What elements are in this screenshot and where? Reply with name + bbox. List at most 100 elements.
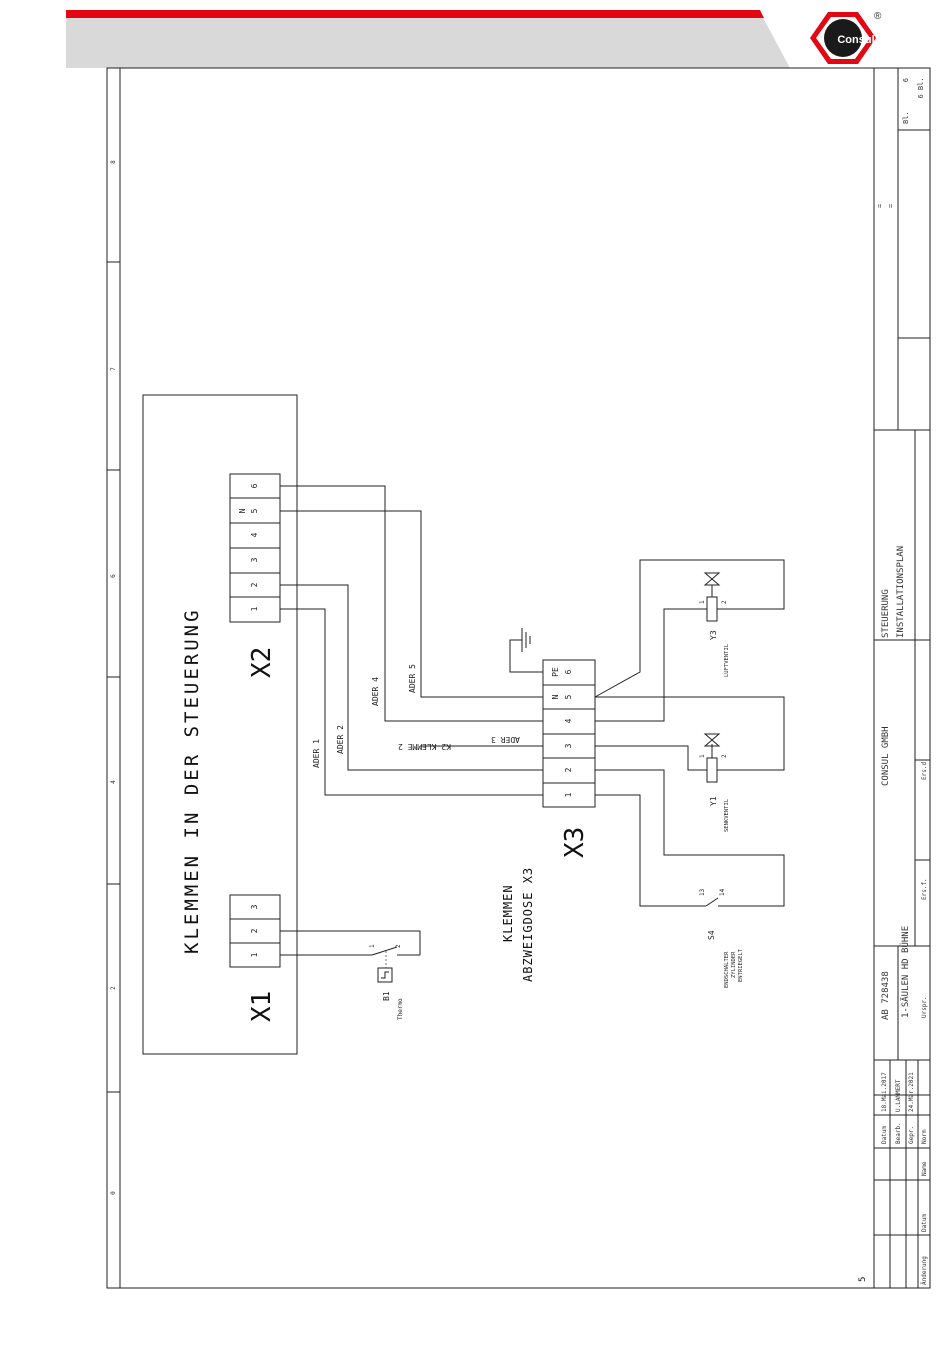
- doc-title-2: INSTALLATIONSPLAN: [896, 546, 906, 638]
- x3-title-line1: KLEMMEN: [501, 884, 515, 942]
- ruler-label: 6: [110, 574, 117, 578]
- x3-label: X3: [560, 827, 590, 858]
- control-box-title: KLEMMEN IN DER STEUERUNG: [181, 607, 203, 954]
- x3-terminal: 4: [564, 718, 573, 723]
- ruler-label: 0: [110, 1191, 117, 1195]
- s4-line-3: ENTRIEGELT: [738, 948, 744, 982]
- y3-pin-1: 1: [699, 600, 706, 604]
- y1-tag: Y1: [709, 796, 718, 806]
- b1-pin-2: 2: [395, 944, 402, 948]
- wire-ader-5: [280, 510, 543, 698]
- bearb-value: U.LAMMERT: [895, 1079, 902, 1112]
- s4-tag: S4: [707, 930, 716, 940]
- x2-label: X2: [247, 647, 277, 678]
- x3-terminal: 3: [564, 743, 573, 748]
- ruler-labels: 0 2 4 6 7 8: [110, 160, 117, 1195]
- x3-title-line2: ABZWEIGDOSE X3: [521, 867, 535, 982]
- consul-logo: Consul: [810, 12, 876, 64]
- norm-label: Norm: [921, 1129, 928, 1144]
- ader-1-label: ADER 1: [312, 739, 321, 768]
- y3-pin-2: 2: [721, 600, 728, 604]
- wire-ader-4: [280, 485, 543, 722]
- x1-label: X1: [247, 991, 277, 1022]
- x2-terminal: 3: [250, 557, 259, 562]
- x1-terminal-strip: 1 2 3: [229, 894, 281, 968]
- aenderung-col-label: Änderung: [921, 1256, 928, 1285]
- title-block: [874, 68, 930, 1288]
- y3-tag: Y3: [709, 630, 718, 640]
- gepr-label: Gepr.: [908, 1126, 915, 1144]
- y1-name: SENKVENTIL: [724, 798, 730, 832]
- y1-pin-1: 1: [699, 754, 706, 758]
- ground-symbol: [509, 628, 543, 673]
- x1-terminal: 1: [250, 952, 259, 957]
- ader-5-label: ADER 5: [408, 664, 417, 693]
- s4-limit-switch: 13 14 S4 ENDSCHALTER ZYLINDER ENTRIEGELT: [595, 769, 785, 988]
- ader-2-label: ADER 2: [336, 725, 345, 754]
- datum-label: Datum: [881, 1126, 888, 1144]
- datum-col-label: Datum: [921, 1214, 928, 1232]
- ursprung-label: Urspr.: [921, 996, 928, 1018]
- equal-sign: =: [887, 204, 895, 208]
- b1-thermo-switch: 1 2 B1 Thermo: [280, 930, 421, 1020]
- x3-terminal: 2: [564, 767, 573, 772]
- bearb-label: Bearb.: [895, 1122, 902, 1144]
- y1-senkventil: 1 2 Y1 SENKVENTIL: [595, 696, 785, 832]
- ruler-label: 2: [110, 986, 117, 990]
- x3-terminal: 6: [564, 669, 573, 674]
- y1-pin-2: 2: [721, 754, 728, 758]
- ader-4-label: ADER 4: [371, 677, 380, 706]
- b1-pin-1: 1: [369, 944, 376, 948]
- ers-d-label: Ers.d.: [921, 758, 928, 780]
- control-box: [142, 394, 298, 1055]
- ruler-label: 7: [110, 367, 117, 371]
- equal-sign: =: [876, 204, 884, 208]
- x1-terminal: 2: [250, 928, 259, 933]
- ader-3-label: ADER 3: [491, 735, 520, 744]
- header-band: Consul ®: [66, 10, 882, 68]
- b1-name: Thermo: [397, 998, 404, 1020]
- s4-pin-14: 14: [719, 888, 726, 896]
- wires: [280, 485, 543, 796]
- drawing-number: AB 728438: [881, 971, 891, 1020]
- sheet-number: 6: [902, 78, 910, 82]
- y3-luftventil: 1 2 Y3 LUFTVENTIL: [594, 559, 785, 722]
- b1-tag: B1: [382, 991, 391, 1001]
- s4-line-1: ENDSCHALTER: [724, 951, 730, 988]
- k2-klemme-label: K2-KLEMME 2: [398, 742, 451, 751]
- s4-line-2: ZYLINDER: [731, 951, 737, 978]
- gepr-value: 24.Mär.2021: [908, 1072, 915, 1112]
- header-red-stripe: [66, 10, 764, 18]
- logo-text: Consul: [837, 34, 874, 46]
- name-col-label: Name: [921, 1161, 928, 1176]
- x3-terminal: 5: [564, 694, 573, 699]
- product-name: 1-SÄULEN HD BÜHNE: [900, 926, 911, 1018]
- y3-name: LUFTVENTIL: [724, 643, 730, 677]
- x3-n-label: N: [551, 694, 560, 699]
- x1-terminal: 3: [250, 904, 259, 909]
- x2-n-label: N: [238, 508, 247, 513]
- ers-f-label: Ers.f.: [921, 878, 928, 900]
- x3-terminal: 1: [564, 792, 573, 797]
- title-block-text: 6 Bl. 6 Bl. = = STEUERUNG INSTALLATIONSP…: [876, 77, 928, 1285]
- x2-terminal: 1: [250, 606, 259, 611]
- x2-terminal: 2: [250, 582, 259, 587]
- ruler-label: 4: [110, 780, 117, 784]
- datum-value: 18.Mai.2017: [881, 1072, 888, 1112]
- sheet-label: Bl.: [902, 111, 910, 124]
- x2-terminal: 6: [250, 483, 259, 488]
- page-number: 5: [858, 1277, 868, 1282]
- company-name: CONSUL GMBH: [881, 726, 891, 786]
- outer-frame: [106, 67, 931, 1289]
- wire-ader-1: [280, 608, 543, 796]
- x2-terminal: 4: [250, 532, 259, 537]
- ruler-ticks: [107, 261, 120, 1093]
- x2-terminal: 5: [250, 508, 259, 513]
- x3-pe-label: PE: [551, 667, 560, 677]
- s4-pin-13: 13: [699, 888, 706, 896]
- x3-terminal-strip: 1 2 3 4 5 N 6 PE: [542, 659, 596, 808]
- doc-title-1: STEUERUNG: [881, 589, 891, 638]
- sheet-total: 6 Bl.: [917, 77, 925, 98]
- x2-terminal-strip: 1 2 3 4 5 N 6: [229, 473, 281, 623]
